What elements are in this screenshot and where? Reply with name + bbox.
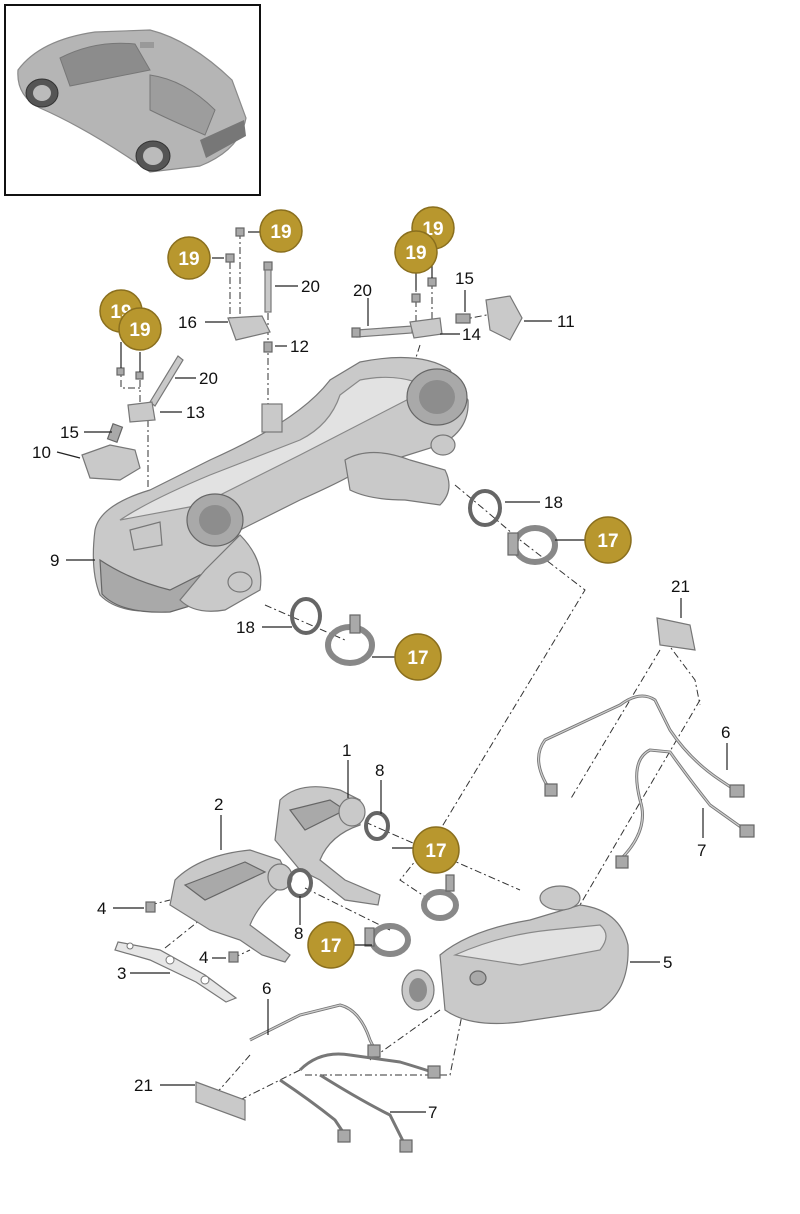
callout-14: 14 <box>462 325 481 344</box>
oxygen-sensor-7-upper <box>615 748 755 869</box>
oxygen-sensor-6-lower <box>249 1003 381 1058</box>
badge-19: 19 <box>118 307 162 351</box>
nut-4-lower <box>228 951 239 963</box>
mounting-bracket-21-lower <box>195 1081 246 1121</box>
svg-text:19: 19 <box>129 320 150 341</box>
callout-10: 10 <box>32 443 51 462</box>
bracket-13 <box>127 401 156 423</box>
callout-18: 18 <box>236 618 255 637</box>
seal-ring-18-upper <box>468 489 502 527</box>
callout-4: 4 <box>97 899 106 918</box>
bracket-16 <box>227 315 271 341</box>
oxygen-sensor-7-lower <box>279 1052 441 1153</box>
badge-17: 17 <box>394 633 442 681</box>
clamp-17-lower <box>325 614 375 666</box>
exhaust-manifold-2 <box>169 849 293 963</box>
callout-20: 20 <box>199 369 218 388</box>
callout-7: 7 <box>428 1103 437 1122</box>
callout-20: 20 <box>301 277 320 296</box>
car-thumbnail <box>4 4 261 196</box>
callout-16: 16 <box>178 313 197 332</box>
nut-4-upper <box>145 901 156 913</box>
svg-text:17: 17 <box>320 936 341 957</box>
callout-5: 5 <box>663 953 672 972</box>
gold-badges: 17 17 17 17 19 19 19 19 <box>99 206 632 969</box>
exhaust-manifold-1 <box>274 786 381 906</box>
mounting-bracket-21-upper <box>656 617 696 651</box>
callout-18: 18 <box>544 493 563 512</box>
callout-1: 1 <box>342 741 351 760</box>
callout-4: 4 <box>199 948 208 967</box>
callout-7: 7 <box>697 841 706 860</box>
callout-9: 9 <box>50 551 59 570</box>
callout-15: 15 <box>60 423 79 442</box>
svg-text:17: 17 <box>597 531 618 552</box>
bracket-14 <box>409 317 443 339</box>
bolt-group <box>116 227 437 407</box>
callout-11: 11 <box>557 312 575 331</box>
callout-2: 2 <box>214 795 223 814</box>
clamp-17-manifold-upper <box>421 874 459 921</box>
seal-ring-18-lower <box>290 597 322 635</box>
callout-6: 6 <box>721 723 730 742</box>
svg-text:19: 19 <box>405 243 426 264</box>
callout-8: 8 <box>375 761 384 780</box>
badge-19: 19 <box>167 236 211 280</box>
svg-text:17: 17 <box>407 648 428 669</box>
badge-17: 17 <box>307 921 355 969</box>
callout-13: 13 <box>186 403 205 422</box>
svg-text:19: 19 <box>270 222 291 243</box>
callout-3: 3 <box>117 964 126 983</box>
seal-ring-8-upper <box>364 811 390 841</box>
callout-6: 6 <box>262 979 271 998</box>
badge-19: 19 <box>259 209 303 253</box>
gasket-3 <box>114 941 238 1003</box>
svg-text:19: 19 <box>178 249 199 270</box>
rear-silencer <box>92 356 469 613</box>
badge-17: 17 <box>584 516 632 564</box>
badge-17: 17 <box>412 826 460 874</box>
callout-21: 21 <box>134 1076 153 1095</box>
clamp-17-manifold-lower <box>364 923 411 957</box>
callout-15: 15 <box>455 269 474 288</box>
svg-text:17: 17 <box>425 841 446 862</box>
actuator-10 <box>81 423 141 481</box>
callout-8: 8 <box>294 924 303 943</box>
oxygen-sensor-6-upper <box>537 694 745 798</box>
callout-20: 20 <box>353 281 372 300</box>
badge-19: 19 <box>394 230 438 274</box>
actuator-11 <box>455 295 523 341</box>
part-number-labels: 1 2 3 4 4 5 6 6 7 7 8 8 9 10 11 12 13 14… <box>32 269 730 1122</box>
seal-ring-8-lower <box>287 868 313 898</box>
catalytic-converter <box>401 885 629 1025</box>
callout-12: 12 <box>290 337 309 356</box>
clamp-17-upper <box>507 525 558 565</box>
callout-21: 21 <box>671 577 690 596</box>
